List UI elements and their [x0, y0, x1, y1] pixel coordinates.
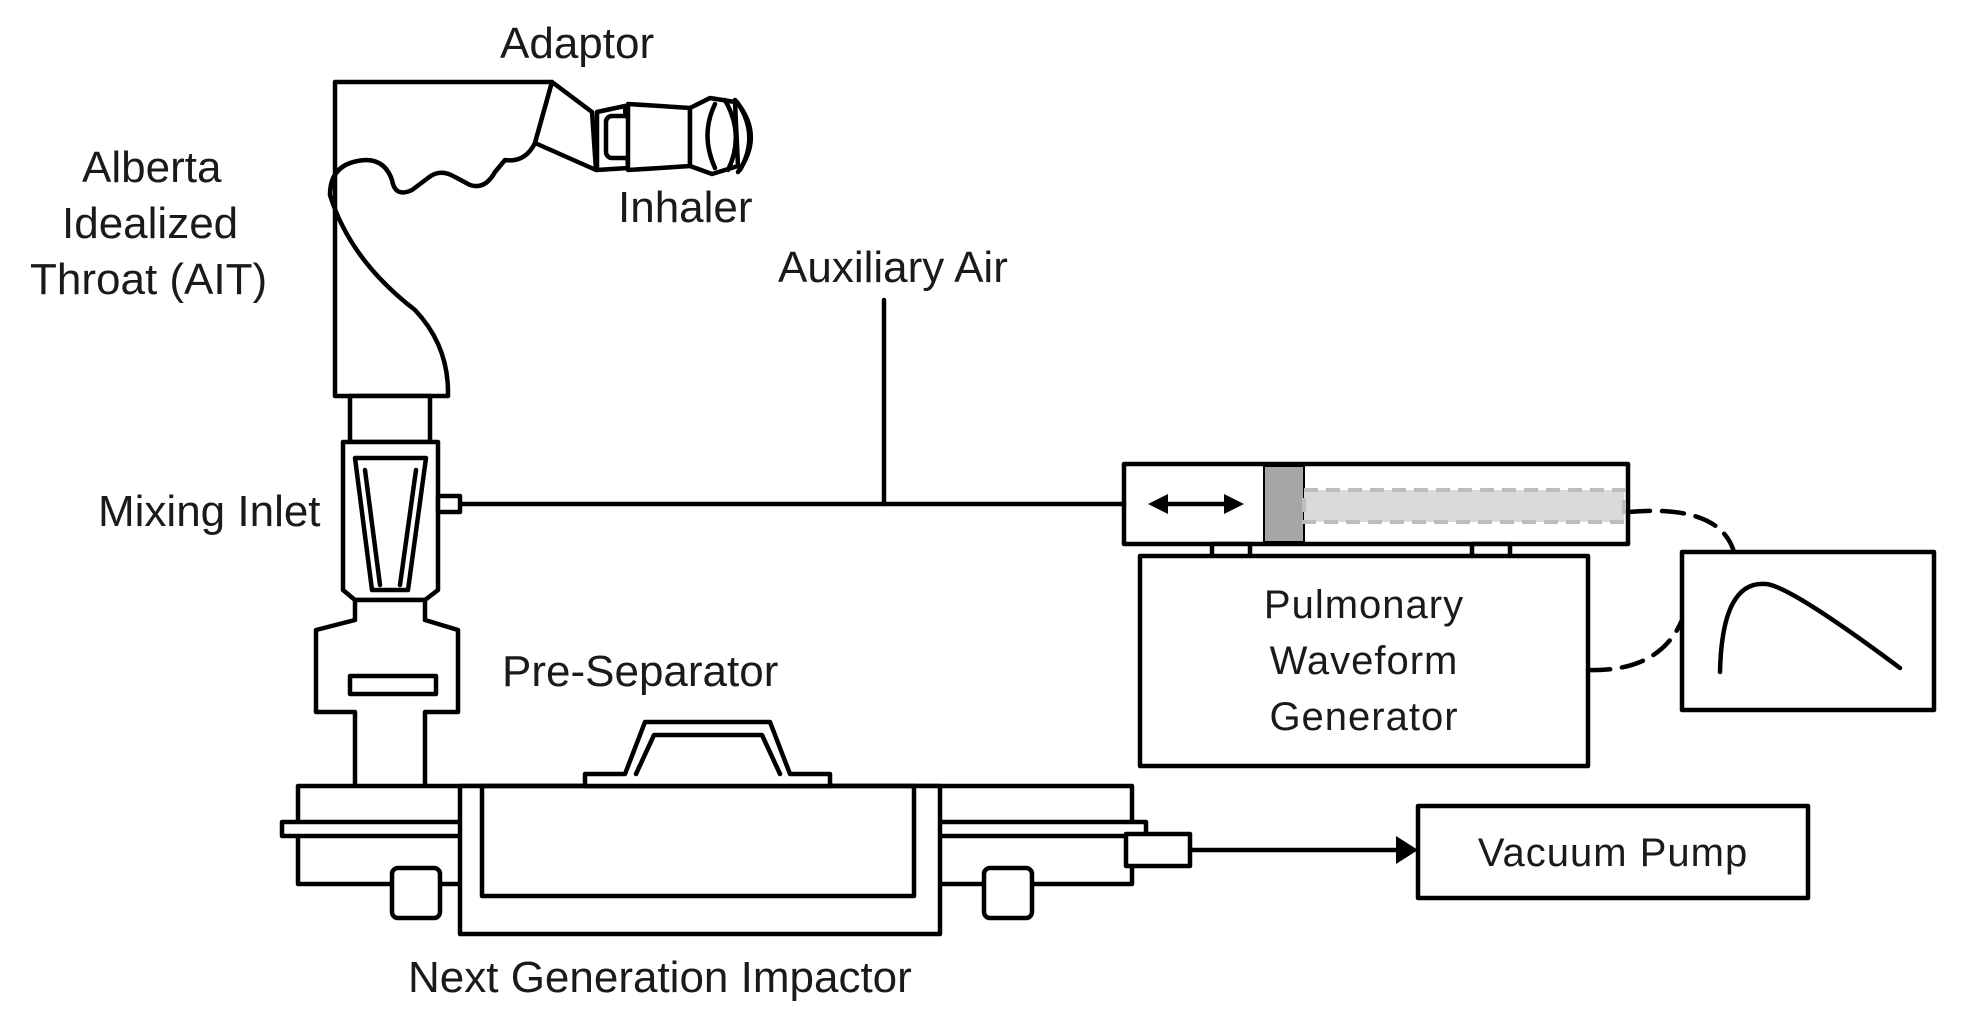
auxiliary-air-line [457, 297, 1127, 507]
label-pwg-line2: Waveform [1270, 639, 1459, 683]
piston-rod [1302, 488, 1626, 524]
next-generation-impactor [279, 719, 1193, 937]
waveform-display [1679, 549, 1937, 713]
arrow-left-icon [1148, 494, 1168, 514]
pump-cylinder [1121, 461, 1631, 561]
alberta-idealized-throat [327, 79, 555, 399]
arrow-right-icon [1224, 494, 1244, 514]
label-ngi: Next Generation Impactor [408, 953, 912, 1002]
pre-separator [313, 597, 461, 793]
label-pwg-line1: Pulmonary [1264, 583, 1464, 627]
piston [1263, 465, 1305, 543]
mixing-inlet [340, 439, 463, 603]
label-auxiliary-air: Auxiliary Air [778, 243, 1008, 292]
label-inhaler: Inhaler [618, 183, 753, 232]
pulmonary-waveform-generator [1137, 553, 1591, 769]
label-ait-line2: Idealized [62, 199, 238, 248]
throat-neck [347, 393, 433, 445]
signal-connections [1585, 508, 1737, 673]
waveform-curve [1717, 581, 1903, 675]
label-mixing-inlet: Mixing Inlet [98, 487, 321, 536]
inhaler [603, 95, 753, 177]
label-adaptor: Adaptor [500, 19, 654, 68]
vacuum-pump [1415, 803, 1811, 901]
vacuum-line [1187, 836, 1418, 864]
label-ait-line3: Throat (AIT) [30, 255, 267, 304]
label-pre-separator: Pre-Separator [502, 647, 778, 696]
label-pwg-line3: Generator [1269, 695, 1458, 739]
label-vacuum-pump: Vacuum Pump [1478, 831, 1748, 875]
label-ait-line1: Alberta [82, 143, 222, 192]
